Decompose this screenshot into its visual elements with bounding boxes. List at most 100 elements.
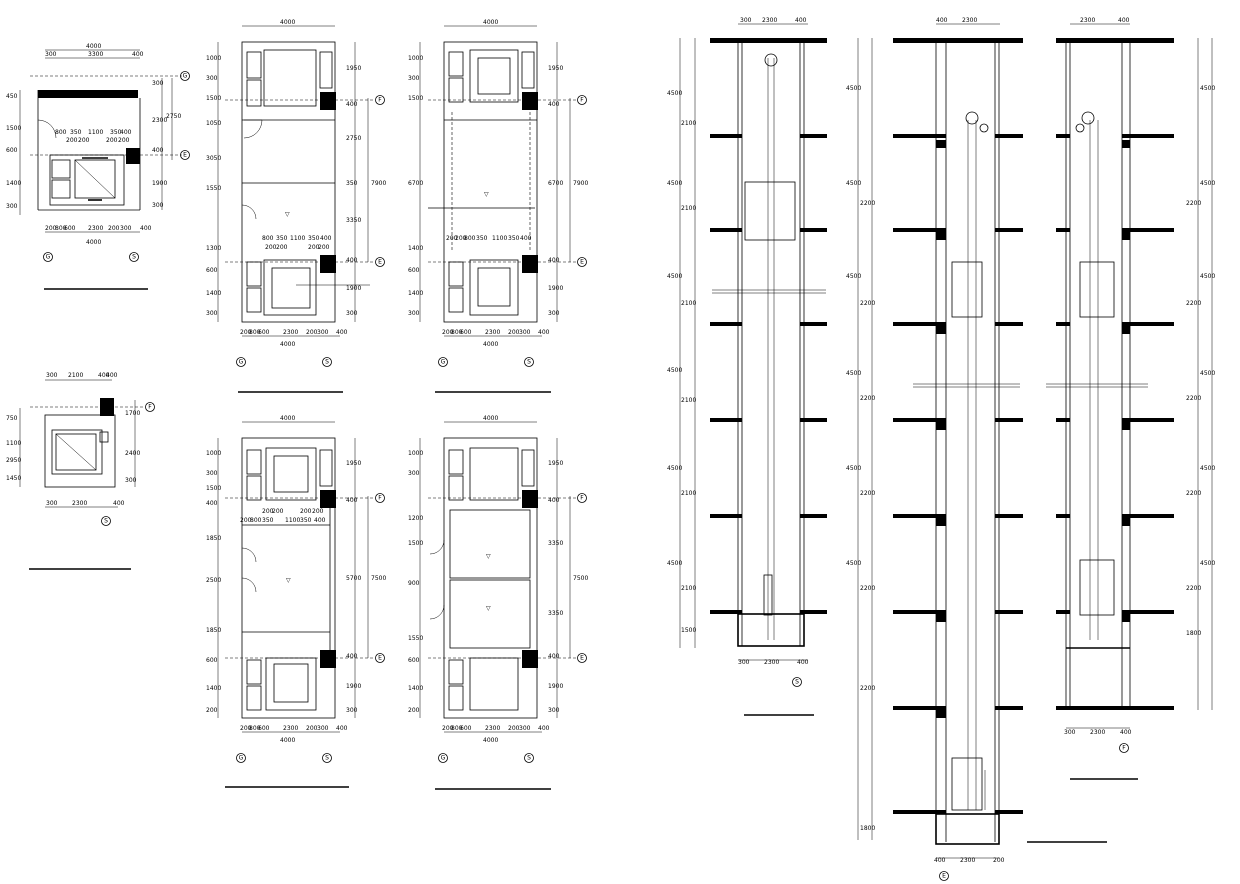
plan-5-bottom-dim-1: 200 bbox=[240, 725, 252, 732]
section-3-grid-bubble: F bbox=[1122, 745, 1126, 752]
plan-4-left-dim-4: 6700 bbox=[408, 180, 423, 187]
plan-6-left-dim-7: 600 bbox=[408, 657, 420, 664]
plan-5-level-mark: ▽ bbox=[286, 577, 291, 584]
plan-3-right-dim-3: 2750 bbox=[346, 135, 361, 142]
section-1-left-dim-3: 4500 bbox=[667, 180, 682, 187]
plan-6-level-mark-2: ▽ bbox=[486, 605, 491, 612]
plan-5-bottom-dim-5: 200 bbox=[306, 725, 318, 732]
section-1-bottom-dim-2: 2300 bbox=[764, 659, 779, 666]
plan-5-bottom-dim-7: 400 bbox=[336, 725, 348, 732]
plan-4-left-dim-5: 1400 bbox=[408, 245, 423, 252]
plan-5-inner-dim-10: 200 bbox=[312, 508, 324, 515]
plan-4-bottom-dim-6: 300 bbox=[519, 329, 531, 336]
plan-6-left-dim-6: 1550 bbox=[408, 635, 423, 642]
plan-4-bottom-dim-1: 200 bbox=[442, 329, 454, 336]
plan-4-bottom-dim-4: 2300 bbox=[485, 329, 500, 336]
plan-5-inner-dim-8: 200 bbox=[272, 508, 284, 515]
section-3-right-dim-4: 2200 bbox=[1186, 300, 1201, 307]
plan-3-left-dim-9: 1400 bbox=[206, 290, 221, 297]
plan-4-grid-bubble-e: E bbox=[580, 259, 584, 266]
plan-4-right-dim-5: 1900 bbox=[548, 285, 563, 292]
plan-3-inner-dim-9: 200 bbox=[318, 244, 330, 251]
plan-6-bottom-dim-1: 200 bbox=[442, 725, 454, 732]
plan-6-grid-bubble-s: S bbox=[527, 755, 531, 762]
plan-5-bottom-dim-2: 800 bbox=[249, 725, 261, 732]
plan-3-left-dim-5: 3050 bbox=[206, 155, 221, 162]
plan-3-level-mark: ▽ bbox=[285, 211, 290, 218]
section-2-left-dim-13: 1800 bbox=[860, 825, 875, 832]
plan-6-bottom-dim-6: 300 bbox=[519, 725, 531, 732]
plan-1-left-dim-1: 450 bbox=[6, 93, 18, 100]
plan-3-bottom-dim-5: 200 bbox=[306, 329, 318, 336]
section-1-left-dim-4: 2100 bbox=[681, 205, 696, 212]
plan-5-inner-dim-6: 400 bbox=[314, 517, 326, 524]
plan-2-left-dim-2: 1100 bbox=[6, 440, 21, 447]
plan-6-left-dim-1: 1000 bbox=[408, 450, 423, 457]
plan-3-grid-bubble-g: G bbox=[239, 359, 244, 366]
section-2-left-dim-7: 4500 bbox=[846, 370, 861, 377]
plan-6-right-dim-4: 3350 bbox=[548, 610, 563, 617]
plan-1-inner-dim-1: 800 bbox=[55, 129, 67, 136]
plan-2-top-dim-1: 300 bbox=[46, 372, 58, 379]
plan-1-dim-top-overall: 4000 bbox=[86, 43, 101, 50]
plan-1-bottom-dim-1: 200 bbox=[45, 225, 57, 232]
plan-4-top-dim: 4000 bbox=[483, 19, 498, 26]
plan-1-bottom-dim-overall: 4000 bbox=[86, 239, 101, 246]
section-3-right-dim-3: 4500 bbox=[1200, 180, 1215, 187]
plan-1-left-dim-3: 600 bbox=[6, 147, 18, 154]
plan-3-bottom-dim-overall: 4000 bbox=[280, 341, 295, 348]
plan-5-inner-dim-5: 350 bbox=[300, 517, 312, 524]
section-2-left-dim-8: 2200 bbox=[860, 490, 875, 497]
plan-3-grid-bubble-f: F bbox=[378, 97, 382, 104]
plan-5-left-dim-3: 1500 bbox=[206, 485, 221, 492]
plan-1-right-dim-5: 1900 bbox=[152, 180, 167, 187]
plan-3-inner-dim-6: 200 bbox=[265, 244, 277, 251]
plan-5-grid-bubble-s: S bbox=[325, 755, 329, 762]
plan-3-grid-bubble-e: E bbox=[378, 259, 382, 266]
plan-1-dim-top-a: 300 bbox=[45, 51, 57, 58]
plan-6-right-dim-2: 400 bbox=[548, 497, 560, 504]
plan-5-right-dim-6: 300 bbox=[346, 707, 358, 714]
plan-6-grid-bubble-g: G bbox=[441, 755, 446, 762]
plan-5-left-dim-6: 2500 bbox=[206, 577, 221, 584]
plan-2-right-dim-2: 2400 bbox=[125, 450, 140, 457]
section-2-left-dim-11: 4500 bbox=[846, 560, 861, 567]
plan-4-grid-bubble-g: G bbox=[441, 359, 446, 366]
plan-5-inner-dim-3: 350 bbox=[262, 517, 274, 524]
section-3-right-dim-2: 2200 bbox=[1186, 200, 1201, 207]
plan-4-left-dim-6: 600 bbox=[408, 267, 420, 274]
plan-4-inner-dim-3: 800 bbox=[464, 235, 476, 242]
section-1-left-dim-1: 4500 bbox=[667, 90, 682, 97]
section-3: 2300 400 4500 bbox=[1046, 17, 1215, 780]
plan-6-right-dim-total: 7500 bbox=[573, 575, 588, 582]
plan-3-inner-dim-5: 400 bbox=[320, 235, 332, 242]
plan-6-bottom-dim-2: 800 bbox=[451, 725, 463, 732]
plan-4-grid-bubble-f: F bbox=[580, 97, 584, 104]
plan-3-left-dim-3: 1500 bbox=[206, 95, 221, 102]
section-2: 400 2300 bbox=[846, 17, 1107, 881]
plan-4-bottom-dim-5: 200 bbox=[508, 329, 520, 336]
plan-3-right-dim-7: 1900 bbox=[346, 285, 361, 292]
section-1-grid-bubble: S bbox=[795, 679, 799, 686]
plan-4-right-dim-total: 7900 bbox=[573, 180, 588, 187]
section-1-left-dim-11: 4500 bbox=[667, 560, 682, 567]
plan-4-bottom-dim-overall: 4000 bbox=[483, 341, 498, 348]
plan-1-bottom-dim-6: 300 bbox=[120, 225, 132, 232]
plan-5-left-dim-2: 300 bbox=[206, 470, 218, 477]
section-2-bottom-dim-3: 200 bbox=[993, 857, 1005, 864]
section-3-right-dim-10: 2200 bbox=[1186, 585, 1201, 592]
plan-1-dim-top-b: 3300 bbox=[88, 51, 103, 58]
plan-3-bottom-dim-7: 400 bbox=[336, 329, 348, 336]
plan-1-grid-bubble-s: S bbox=[132, 254, 136, 261]
plan-5-inner-dim-2: 800 bbox=[250, 517, 262, 524]
plan-1-right-dim-6: 300 bbox=[152, 202, 164, 209]
plan-1-left-dim-4: 1400 bbox=[6, 180, 21, 187]
plan-1-grid-bubble-g: G bbox=[183, 73, 188, 80]
plan-4-grid-bubble-s: S bbox=[527, 359, 531, 366]
plan-4-bottom-dim-7: 400 bbox=[538, 329, 550, 336]
section-3-top-dim-2: 400 bbox=[1118, 17, 1130, 24]
plan-3-inner-dim-1: 800 bbox=[262, 235, 274, 242]
plan-3-inner-dim-4: 350 bbox=[308, 235, 320, 242]
section-3-right-dim-6: 2200 bbox=[1186, 395, 1201, 402]
